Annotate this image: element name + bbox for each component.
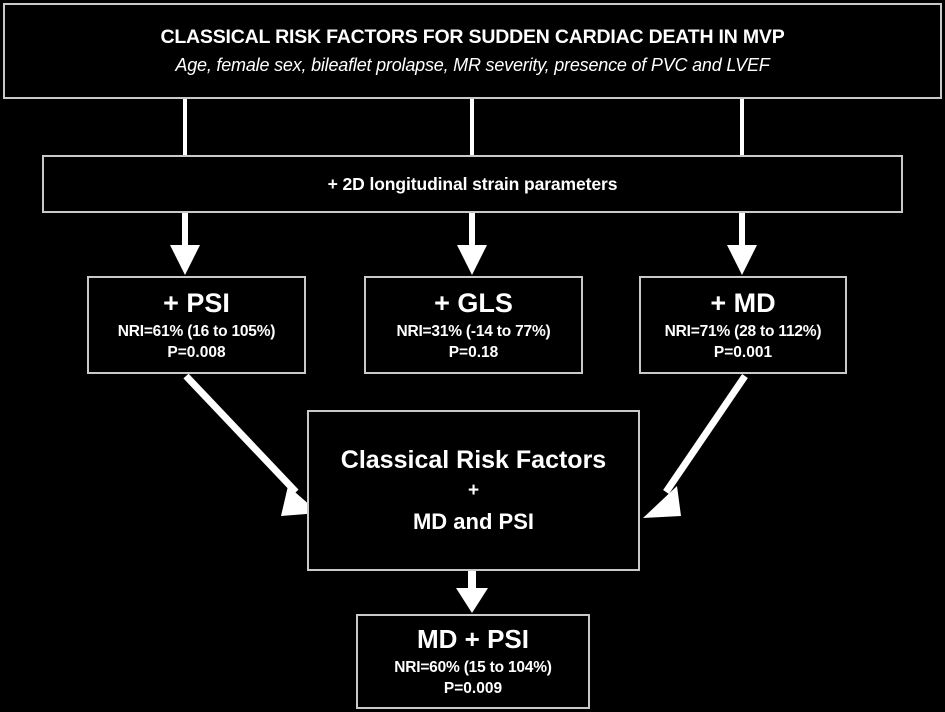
metric-nri-psi: NRI=61% (16 to 105%) <box>117 323 276 341</box>
title-box: CLASSICAL RISK FACTORS FOR SUDDEN CARDIA… <box>3 3 942 99</box>
combined-risk-box: Classical Risk Factors + MD and PSI <box>307 410 640 571</box>
page-title: CLASSICAL RISK FACTORS FOR SUDDEN CARDIA… <box>160 25 785 48</box>
arrow-strain-to-psi-head <box>170 245 200 275</box>
strain-parameters-box: + 2D longitudinal strain parameters <box>42 155 903 213</box>
final-box-nri: NRI=60% (15 to 104%) <box>394 659 552 677</box>
arrow-strain-to-gls-head <box>457 245 487 275</box>
metric-nri-md: NRI=71% (28 to 112%) <box>664 323 822 341</box>
metric-title-gls: + GLS <box>434 288 513 318</box>
final-box-pvalue: P=0.009 <box>443 679 503 697</box>
combined-box-operator: + <box>467 480 480 502</box>
combined-box-line-2: MD and PSI <box>412 508 534 534</box>
metric-pvalue-md: P=0.001 <box>713 343 773 361</box>
metric-box-md: + MD NRI=71% (28 to 112%) P=0.001 <box>639 276 847 374</box>
arrow-combined-to-final-head <box>456 588 488 613</box>
metric-box-gls: + GLS NRI=31% (-14 to 77%) P=0.18 <box>364 276 583 374</box>
metric-title-md: + MD <box>710 288 776 318</box>
metric-nri-gls: NRI=31% (-14 to 77%) <box>396 323 551 341</box>
arrow-md-to-combined-head <box>643 486 681 518</box>
metric-pvalue-psi: P=0.008 <box>167 343 226 361</box>
metric-box-psi: + PSI NRI=61% (16 to 105%) P=0.008 <box>87 276 306 374</box>
arrow-strain-to-md-head <box>727 245 757 275</box>
metric-pvalue-gls: P=0.18 <box>448 343 499 361</box>
final-outcome-box: MD + PSI NRI=60% (15 to 104%) P=0.009 <box>356 614 590 709</box>
metric-title-psi: + PSI <box>163 288 230 318</box>
page-subtitle: Age, female sex, bileaflet prolapse, MR … <box>175 54 770 75</box>
strain-parameters-label: + 2D longitudinal strain parameters <box>327 173 618 194</box>
arrow-md-to-combined-shaft <box>663 374 748 494</box>
combined-box-line-1: Classical Risk Factors <box>340 445 607 474</box>
final-box-title: MD + PSI <box>417 624 529 654</box>
arrow-psi-to-combined-shaft <box>183 373 299 495</box>
